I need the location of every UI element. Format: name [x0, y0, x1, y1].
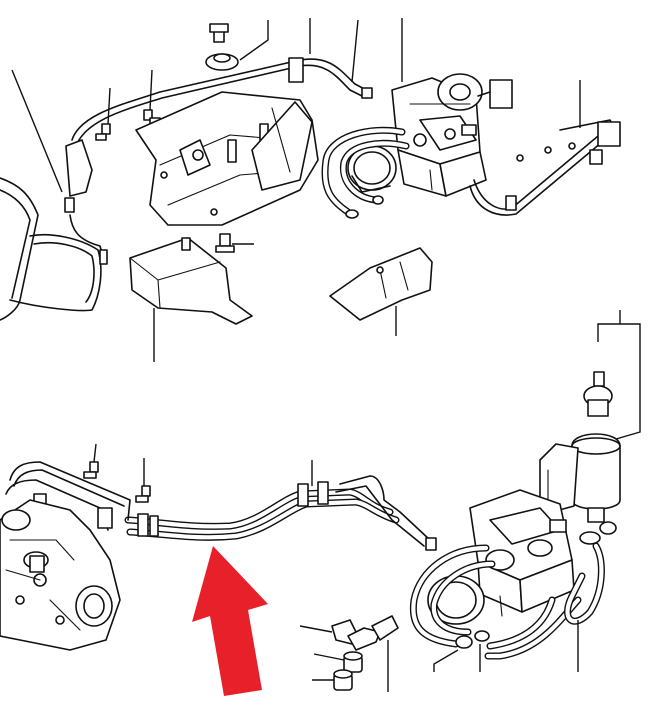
clip-icon	[455, 630, 490, 649]
small-bolt-icon	[215, 233, 235, 253]
sensor-plug-icon	[99, 249, 108, 265]
bolt-icon	[209, 23, 229, 43]
wire-harness	[469, 119, 621, 216]
red-arrow-icon	[192, 546, 268, 696]
pipe-bracket-left	[65, 139, 93, 197]
pipe-clip-icon	[149, 515, 159, 537]
small-bolt-icon	[135, 485, 151, 503]
reservoir-cap-icon	[583, 371, 613, 417]
pipe-clip-icon	[97, 507, 113, 529]
abs-actuator-lower	[469, 489, 575, 617]
upper-pipe-run	[65, 57, 373, 197]
connector-icon	[597, 121, 621, 147]
small-bolt-icon	[95, 123, 111, 141]
transmission-housing	[0, 499, 121, 651]
brake-pipes	[124, 475, 437, 551]
grommet-nut-icon	[205, 53, 239, 71]
leader-line	[299, 625, 333, 633]
sensor-connector-icon	[64, 197, 75, 213]
pipe-clip-icon	[317, 481, 329, 505]
small-bolt-icon	[83, 461, 99, 479]
lower-hoses	[409, 542, 605, 660]
bracket-plate	[135, 91, 319, 226]
leader-line	[351, 19, 359, 83]
collar-icon	[333, 669, 353, 691]
pipe-fitting-icon	[361, 87, 373, 99]
clip-icon	[371, 615, 399, 641]
leader-line	[433, 649, 459, 672]
connector-icon	[489, 79, 513, 109]
leader-line	[11, 69, 63, 193]
leader-line	[313, 653, 345, 661]
abs-actuator-upper	[391, 73, 513, 197]
pipe-fitting-icon	[425, 537, 437, 551]
pipe-bracket	[329, 247, 433, 321]
sensor-cable	[0, 177, 108, 321]
reservoir-upper	[347, 145, 397, 193]
leader-line	[239, 20, 269, 61]
connector-icon	[589, 149, 603, 165]
leader-line	[107, 87, 111, 125]
pipe-clip-icon	[137, 513, 149, 537]
left-pipe-run	[5, 461, 131, 531]
upper-hoses	[321, 126, 410, 219]
clip-icon	[579, 521, 617, 545]
leader-line	[93, 443, 97, 463]
pipe-clip-icon	[288, 57, 304, 83]
leader-line	[149, 69, 153, 111]
pipe-clip-icon	[297, 483, 309, 507]
collar-icon	[343, 651, 363, 673]
reservoir-tank	[539, 433, 621, 523]
leader-line	[591, 323, 641, 447]
heat-shield	[129, 237, 253, 325]
